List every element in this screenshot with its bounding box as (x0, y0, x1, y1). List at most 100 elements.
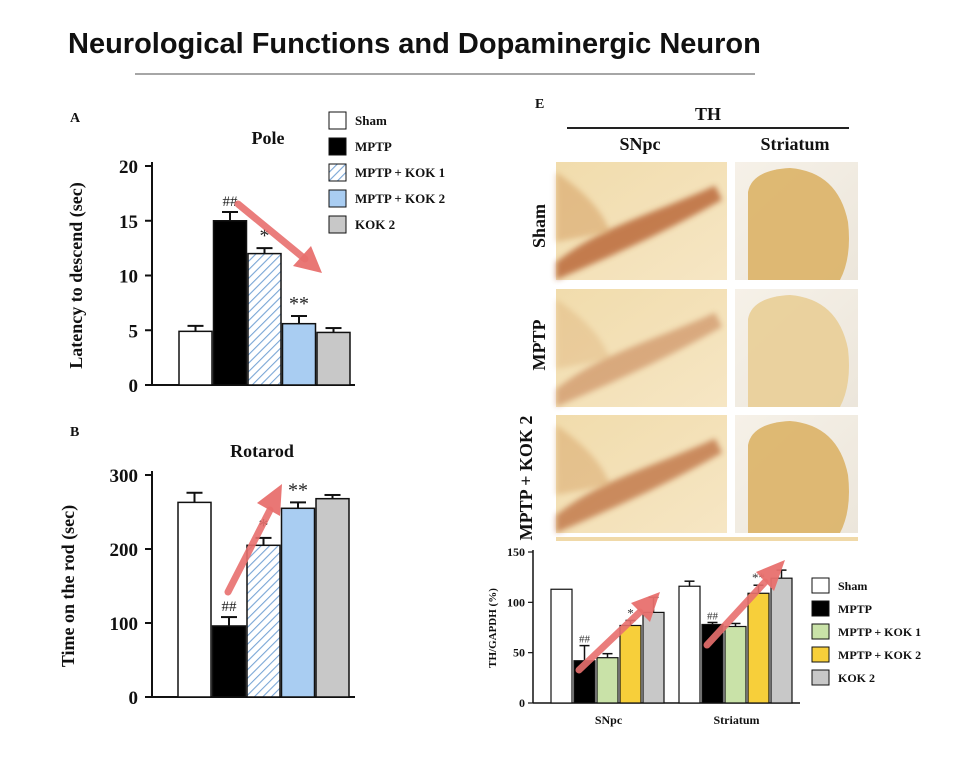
chart-title: Pole (252, 128, 285, 148)
y-tick-label: 20 (119, 157, 138, 178)
trend-arrow-shaft (224, 506, 274, 596)
significance-mark: ** (289, 293, 309, 315)
row-label-mptp: MPTP (529, 320, 549, 371)
legend-e-label: MPTP (838, 602, 872, 616)
th-header: TH (695, 104, 721, 124)
legend-ab-swatch (328, 137, 347, 156)
legend-e-swatch (811, 623, 830, 640)
trend-arrow-head (293, 246, 322, 273)
legend-e-swatch (811, 600, 830, 617)
bar (212, 220, 248, 386)
y-tick-label: 10 (119, 267, 138, 288)
x-group-label: Striatum (714, 713, 760, 727)
bar (280, 507, 316, 698)
legend-ab-label: MPTP + KOK 2 (355, 191, 445, 206)
panel-e-letter: E (535, 97, 544, 112)
legend-e-swatch (811, 577, 830, 594)
bar (177, 501, 212, 698)
trend-arrow-head (631, 592, 660, 622)
legend-ab-swatch (328, 189, 347, 208)
legend-ab-swatch (328, 215, 347, 234)
slide-title: Neurological Functions and Dopaminergic … (68, 28, 761, 60)
th-micrographs (556, 162, 858, 541)
y-tick-label: 5 (129, 321, 139, 342)
bar (246, 544, 281, 698)
bar (247, 252, 282, 386)
y-tick-label: 0 (519, 696, 525, 710)
snpc-col-label: SNpc (619, 134, 660, 154)
legend-ab-swatch (328, 111, 347, 130)
significance-mark: ## (222, 599, 238, 615)
bar (678, 585, 701, 704)
significance-mark: * (627, 605, 634, 620)
panel-a-letter: A (70, 111, 81, 126)
y-tick-label: 300 (110, 466, 139, 487)
bar (642, 611, 665, 704)
row-label-sham: Sham (529, 204, 549, 248)
significance-mark: ## (579, 634, 591, 646)
x-group-label: SNpc (595, 713, 623, 727)
y-tick-label: 0 (129, 688, 139, 709)
bar (747, 592, 770, 704)
striatum-col-label: Striatum (761, 134, 830, 154)
bar (211, 625, 247, 698)
legend-ab-label: MPTP + KOK 1 (355, 165, 445, 180)
trend-arrow-shaft (575, 608, 644, 674)
significance-mark: ## (707, 610, 719, 622)
significance-mark: ** (288, 479, 308, 501)
striatum-tissue (748, 295, 849, 407)
y-tick-label: 200 (110, 540, 139, 561)
snpc-stain-upper (556, 172, 610, 242)
bar (178, 330, 213, 386)
snpc-stain-upper (556, 425, 610, 495)
bar (550, 588, 573, 704)
y-tick-label: 100 (110, 614, 139, 635)
snpc-stain-upper (556, 299, 610, 369)
striatum-tissue (748, 168, 849, 280)
legend-e-label: Sham (838, 579, 867, 593)
row-label-mptp-kok2: MPTP + KOK 2 (516, 416, 536, 541)
image-strip-edge (556, 537, 858, 541)
panel-b-letter: B (70, 425, 79, 440)
significance-mark: * (260, 225, 270, 247)
legend-ab-label: MPTP (355, 139, 392, 154)
bar (315, 497, 350, 698)
snpc-stain (556, 185, 722, 280)
legend-e-label: KOK 2 (838, 671, 875, 685)
y-tick-label: 50 (513, 646, 525, 660)
y-tick-label: 0 (129, 376, 139, 397)
legend-ab-label: Sham (355, 113, 387, 128)
chart-title: Rotarod (230, 441, 294, 461)
legend-e-swatch (811, 646, 830, 663)
legend-e-label: MPTP + KOK 1 (838, 625, 921, 639)
bar (316, 331, 351, 386)
legend-e-label: MPTP + KOK 2 (838, 648, 921, 662)
significance-mark: ## (223, 194, 239, 210)
snpc-stain (556, 438, 722, 533)
y-axis-label: TH/GAPDH (%) (487, 588, 499, 668)
legend-ab-label: KOK 2 (355, 217, 395, 232)
bar (619, 624, 642, 704)
legend-e-swatch (811, 669, 830, 686)
snpc-stain (556, 312, 722, 407)
trend-arrow-shaft (703, 578, 769, 649)
trend-arrow-shaft (234, 200, 309, 263)
y-tick-label: 150 (507, 545, 525, 559)
bar (281, 322, 317, 386)
y-axis-label: Time on the rod (sec) (58, 505, 79, 667)
y-tick-label: 100 (507, 595, 525, 609)
striatum-tissue (748, 421, 849, 533)
bar (724, 625, 747, 704)
bar (596, 657, 619, 704)
y-tick-label: 15 (119, 212, 138, 233)
y-axis-label: Latency to descend (sec) (66, 182, 87, 368)
legend-ab-swatch (328, 163, 347, 182)
trend-arrow-head (756, 560, 785, 591)
trend-arrow-head (257, 484, 282, 516)
